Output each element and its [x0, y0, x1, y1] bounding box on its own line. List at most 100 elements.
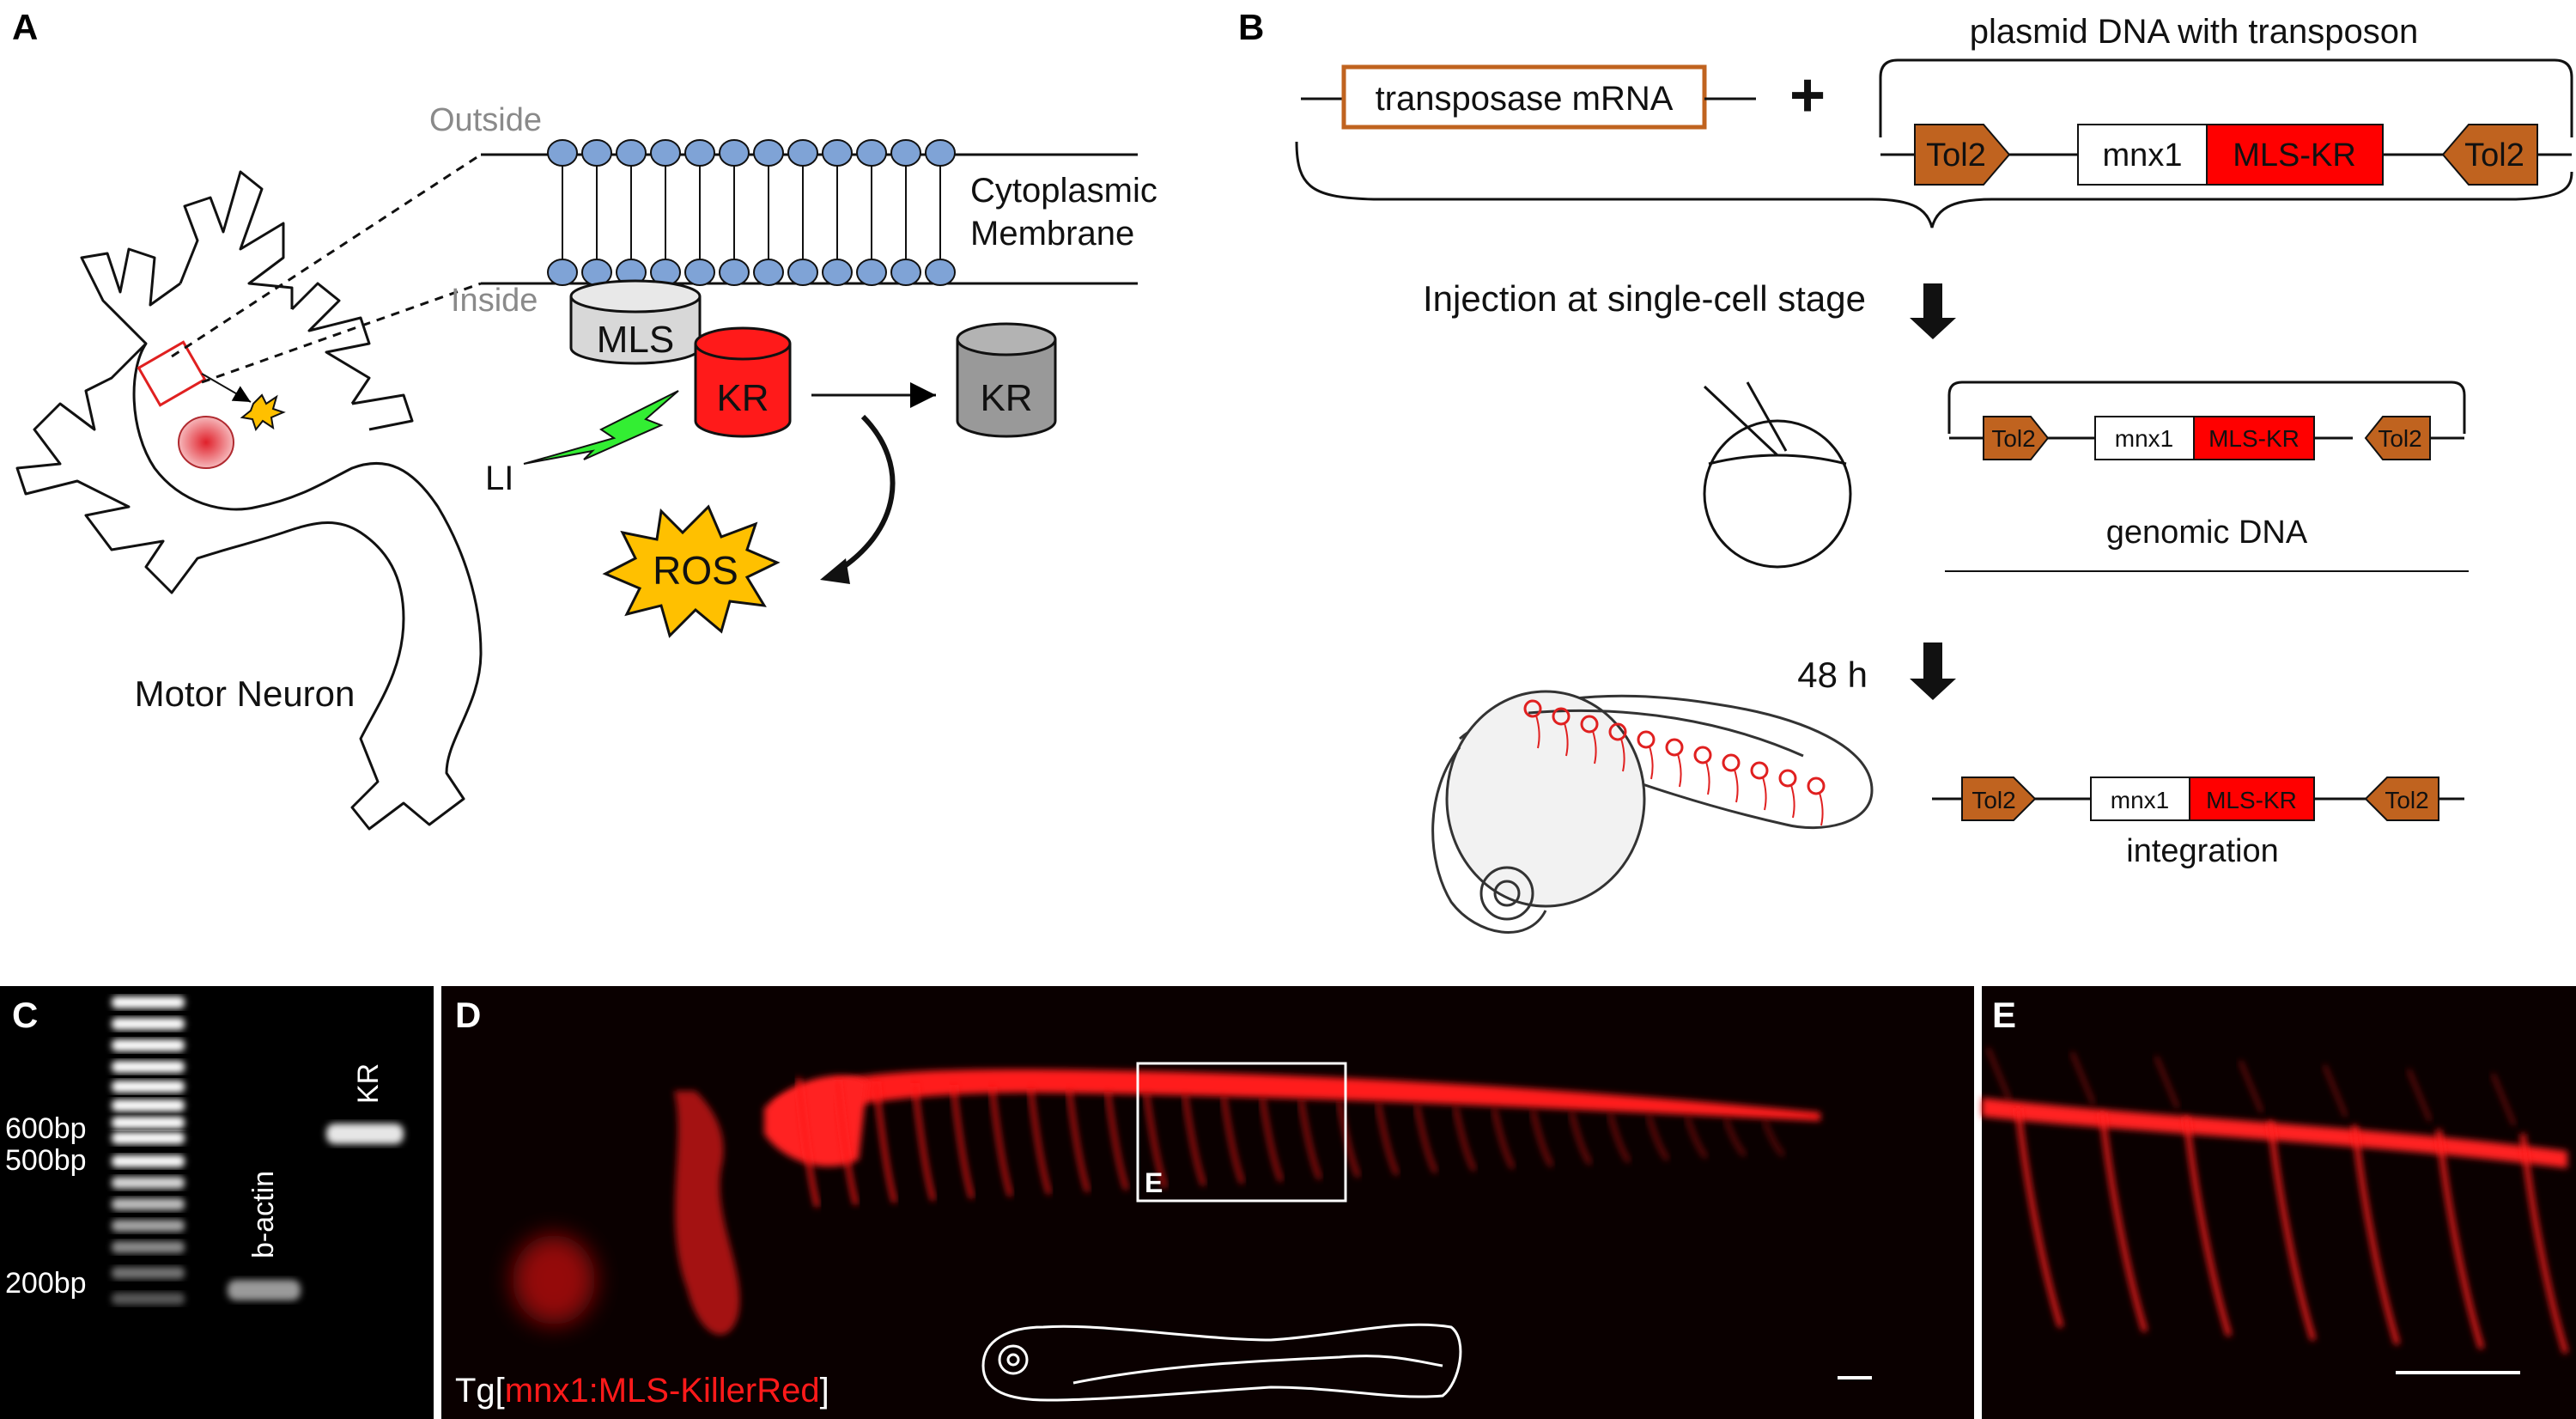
genomic-loop: [1947, 381, 2466, 434]
integration-mls-kr: [2189, 776, 2315, 821]
genomic-dna-label: genomic DNA: [2106, 515, 2308, 551]
integration-mnx1-label: mnx1: [2111, 787, 2169, 813]
embryo-axon: [1790, 784, 1795, 819]
nerve-projection: [835, 1079, 859, 1206]
genomic-mls-kr-label: MLS-KR: [2208, 425, 2300, 452]
zoomed-nerve-projections: [1986, 1047, 2568, 1354]
lipid-head-inner: [890, 259, 921, 286]
nerve-projection: [1762, 1120, 1785, 1157]
nerve-projection: [951, 1084, 975, 1199]
kr-inactive-cylinder: KR: [956, 322, 1057, 438]
ladder-band: [112, 1081, 185, 1093]
nerve-projection: [1376, 1103, 1400, 1176]
lipid-head-outer: [856, 139, 887, 167]
kr-band: [326, 1124, 404, 1144]
embryo-neuron: [1722, 753, 1741, 772]
genomic-tol2-left-label: Tol2: [1991, 425, 2035, 452]
ros-arrow-head: [820, 558, 850, 584]
fish-fluorescence: [513, 1069, 1820, 1335]
embryo-drawing: [1431, 690, 1874, 934]
zoom-nerve: [2268, 1120, 2316, 1341]
down-arrow-2: [1910, 643, 1956, 700]
lipid-head-outer: [650, 139, 681, 167]
transgene-suffix: ]: [820, 1372, 829, 1410]
genomic-tol2-right-label: Tol2: [2378, 425, 2421, 452]
down-arrow-1: [1910, 283, 1956, 339]
motor-neuron-label: Motor Neuron: [135, 673, 355, 714]
inset-box: [1136, 1062, 1347, 1203]
zoom-nerve: [2015, 1107, 2063, 1328]
injected-egg-drawing: [1703, 381, 1852, 569]
lipid-head-inner: [925, 259, 956, 286]
nerve-projection: [1607, 1113, 1631, 1163]
zoom-dorsal-branch: [1986, 1047, 2011, 1100]
kr-active-cylinder: KR: [694, 326, 792, 438]
inside-label: Inside: [451, 283, 538, 319]
panel-d: E D Tg[mnx1:MLS-KillerRed]: [441, 986, 1974, 1419]
lipid-head-outer: [616, 139, 647, 167]
ros-curved-arrow: [831, 414, 896, 576]
zoom-dorsal-branch: [2407, 1069, 2432, 1122]
nerve-projection: [1182, 1094, 1206, 1186]
ladder-band: [112, 1061, 185, 1073]
embryo-axon: [1705, 761, 1710, 795]
nerve-projection: [1028, 1087, 1052, 1195]
lipid-head-inner: [684, 259, 715, 286]
integration-tol2-left: [1961, 776, 2037, 821]
lipid-head-inner: [822, 259, 853, 286]
ladder-band: [112, 996, 185, 1008]
nerve-projection: [912, 1082, 936, 1202]
embryo-axon: [1734, 769, 1739, 803]
integration-mls-kr-label: MLS-KR: [2206, 787, 2297, 813]
kr-label: KR: [716, 377, 769, 419]
tol2-left-element: [1914, 124, 2011, 186]
panel-c: C 600bp 500bp 200bp b-actin KR: [0, 986, 434, 1419]
zoom-nerve: [2520, 1133, 2568, 1354]
integration-tol2-right: [2364, 776, 2439, 821]
genomic-tol2-left: [1983, 416, 2050, 460]
fish-silhouette-icon: [981, 1323, 1462, 1402]
zoom-pointer-arrow: [201, 373, 252, 403]
zoom-dorsal-branch: [2491, 1073, 2516, 1126]
lipid-head-outer: [753, 139, 784, 167]
ladder-band: [112, 1018, 185, 1030]
dna-ladder: [112, 996, 185, 1305]
embryo-axon: [1677, 753, 1682, 788]
embryo-neuron: [1778, 769, 1797, 788]
ladder-500bp: 500bp: [5, 1144, 87, 1177]
lipid-head-outer: [684, 139, 715, 167]
mnx1-label: mnx1: [2103, 137, 2183, 174]
lipid-head-outer: [787, 139, 818, 167]
membrane-label-line2: Membrane: [970, 215, 1134, 253]
panel-a: A Outside Inside Cytoplasmic Membrane: [12, 7, 1157, 831]
gel-image: [0, 986, 434, 1419]
motor-neuron-drawing: [15, 170, 483, 831]
zoom-dorsal-branch: [2070, 1051, 2095, 1105]
mls-kr-element: [2206, 124, 2384, 186]
zoom-image: [1982, 986, 2576, 1419]
integration-tol2-right-label: Tol2: [2385, 787, 2428, 813]
kr-inactive-label: KR: [980, 377, 1032, 419]
ladder-band: [112, 1039, 185, 1051]
zoom-nerve: [2184, 1116, 2232, 1337]
nerve-projection: [1723, 1118, 1747, 1157]
transgene-prefix: Tg[: [455, 1372, 505, 1410]
light-lightning-icon: [523, 390, 679, 465]
lane-bactin-label: b-actin: [247, 1171, 280, 1258]
nerve-projection: [1260, 1098, 1284, 1182]
ladder-600bp: 600bp: [5, 1112, 87, 1145]
embryo-neuron: [1665, 738, 1684, 757]
integration-mnx1: [2090, 776, 2190, 821]
transposase-box: [1341, 64, 1707, 130]
nucleus: [178, 416, 234, 469]
nerve-projection: [1298, 1099, 1322, 1180]
nerve-projection: [1453, 1106, 1477, 1172]
plus-sign: +: [1789, 61, 1826, 130]
lipid-head-inner: [719, 259, 750, 286]
transposase-label: transposase mRNA: [1376, 80, 1674, 118]
mls-kr-label: MLS-KR: [2233, 137, 2356, 174]
panel-e-letter: E: [1992, 995, 2016, 1035]
lipid-head-outer: [822, 139, 853, 167]
nerve-projection: [796, 1077, 820, 1208]
ladder-band: [112, 1220, 185, 1232]
